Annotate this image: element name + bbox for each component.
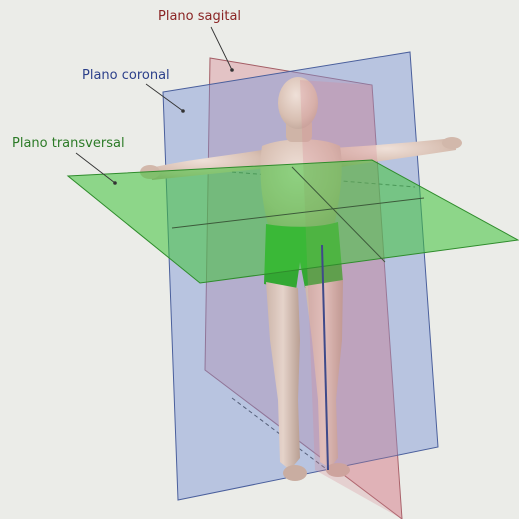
label-plano-transversal: Plano transversal — [12, 136, 125, 151]
leader-sagital-dot — [230, 68, 234, 72]
right-hand — [442, 137, 462, 149]
transverse-plane — [68, 160, 518, 283]
label-plano-sagital: Plano sagital — [158, 9, 241, 24]
leader-coronal-dot — [181, 109, 185, 113]
label-plano-coronal: Plano coronal — [82, 68, 170, 83]
leader-transversal-dot — [113, 181, 117, 185]
left-foot — [283, 465, 307, 481]
